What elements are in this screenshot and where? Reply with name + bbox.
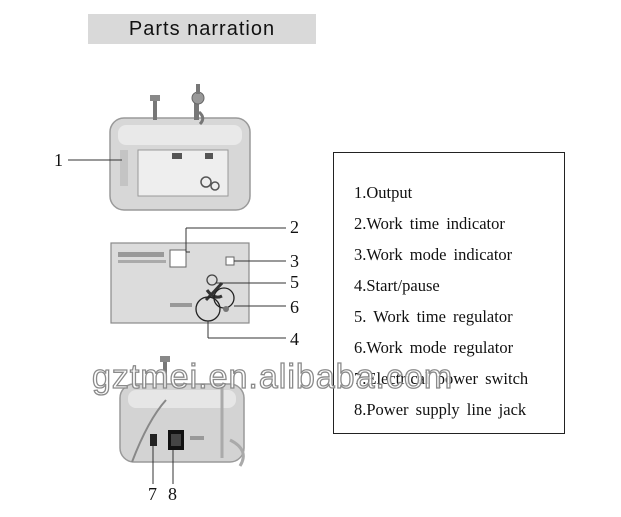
page-title: Parts narration — [88, 14, 316, 44]
device-front-view — [109, 84, 251, 211]
legend-item: 3.Work mode indicator — [354, 245, 513, 264]
legend-item: 8.Power supply line jack — [354, 400, 527, 419]
legend-item: 1.Output — [354, 183, 413, 202]
callout-number-8: 8 — [168, 484, 177, 504]
callout-number-3: 3 — [290, 251, 299, 271]
device-rear-view — [119, 356, 245, 467]
callout-number-5: 5 — [290, 272, 299, 292]
legend-item: 2.Work time indicator — [354, 214, 505, 233]
legend-item: 6.Work mode regulator — [354, 338, 514, 357]
legend-item: 7.Electrical power switch — [354, 369, 529, 388]
legend-item: 5. Work time regulator — [354, 307, 513, 326]
callout-number-6: 6 — [290, 297, 299, 317]
callout-number-4: 4 — [290, 329, 299, 349]
callout-number-2: 2 — [290, 217, 299, 237]
parts-legend: 1.Output 2.Work time indicator 3.Work mo… — [333, 152, 565, 434]
callout-number-7: 7 — [148, 484, 157, 504]
watermark-text: gztmei.en.alibaba.com — [91, 357, 454, 396]
callout-number-1: 1 — [54, 150, 63, 170]
legend-item: 4.Start/pause — [354, 276, 440, 295]
